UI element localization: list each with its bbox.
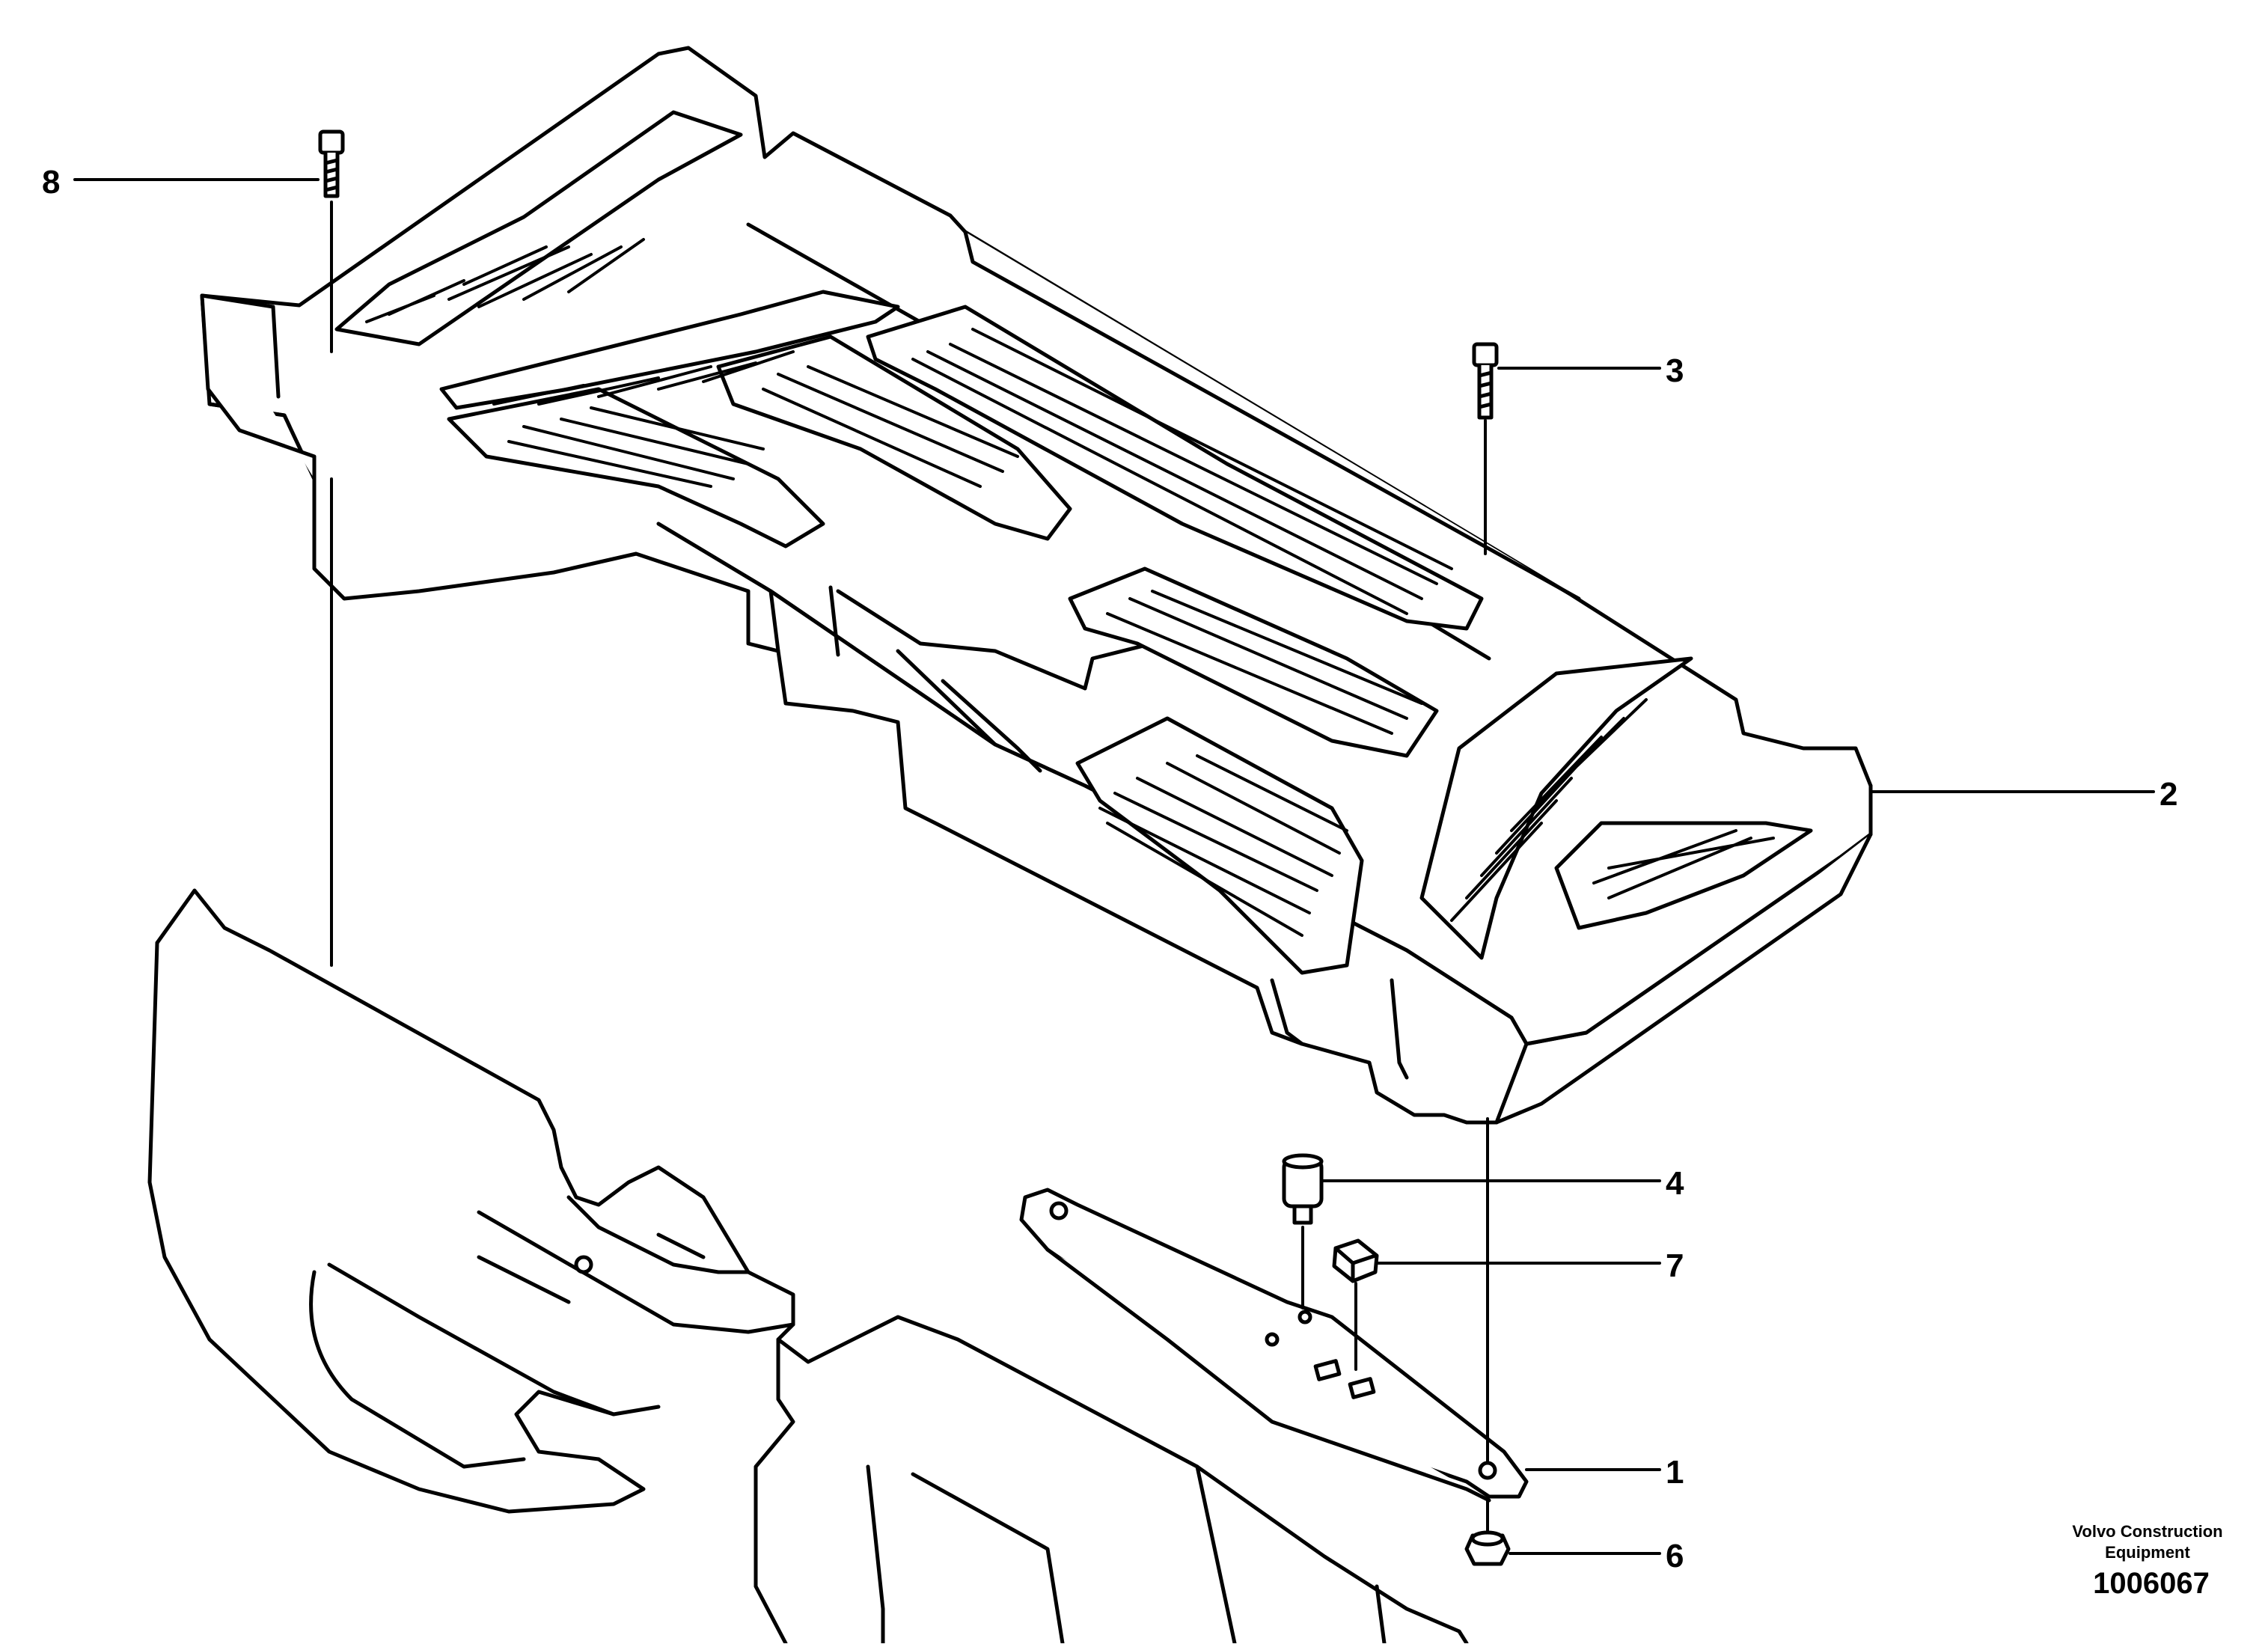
floor-mat-ribs bbox=[365, 238, 1775, 937]
publisher-name-line2: Equipment bbox=[2105, 1543, 2190, 1562]
flange-nut-6 bbox=[1464, 1530, 1511, 1566]
callout-6: 6 bbox=[1666, 1538, 1684, 1574]
bolt-8 bbox=[318, 129, 345, 198]
callout-3: 3 bbox=[1666, 352, 1684, 389]
mounting-bracket bbox=[1019, 1188, 1529, 1503]
bushing-4 bbox=[1282, 1153, 1324, 1225]
callout-8: 8 bbox=[42, 164, 61, 201]
floor-mat bbox=[200, 46, 1873, 1125]
drawing-number: 1006067 bbox=[2093, 1567, 2210, 1600]
bolt-3 bbox=[1472, 342, 1499, 420]
rear-frame bbox=[147, 888, 1469, 1646]
callout-7: 7 bbox=[1666, 1247, 1684, 1284]
callout-4: 4 bbox=[1666, 1165, 1684, 1202]
cage-nut-7 bbox=[1332, 1238, 1379, 1283]
callout-1: 1 bbox=[1666, 1454, 1684, 1491]
leader-lines bbox=[73, 178, 2155, 1555]
publisher-name: Volvo Construction bbox=[2072, 1522, 2223, 1541]
callout-2: 2 bbox=[2160, 776, 2178, 813]
